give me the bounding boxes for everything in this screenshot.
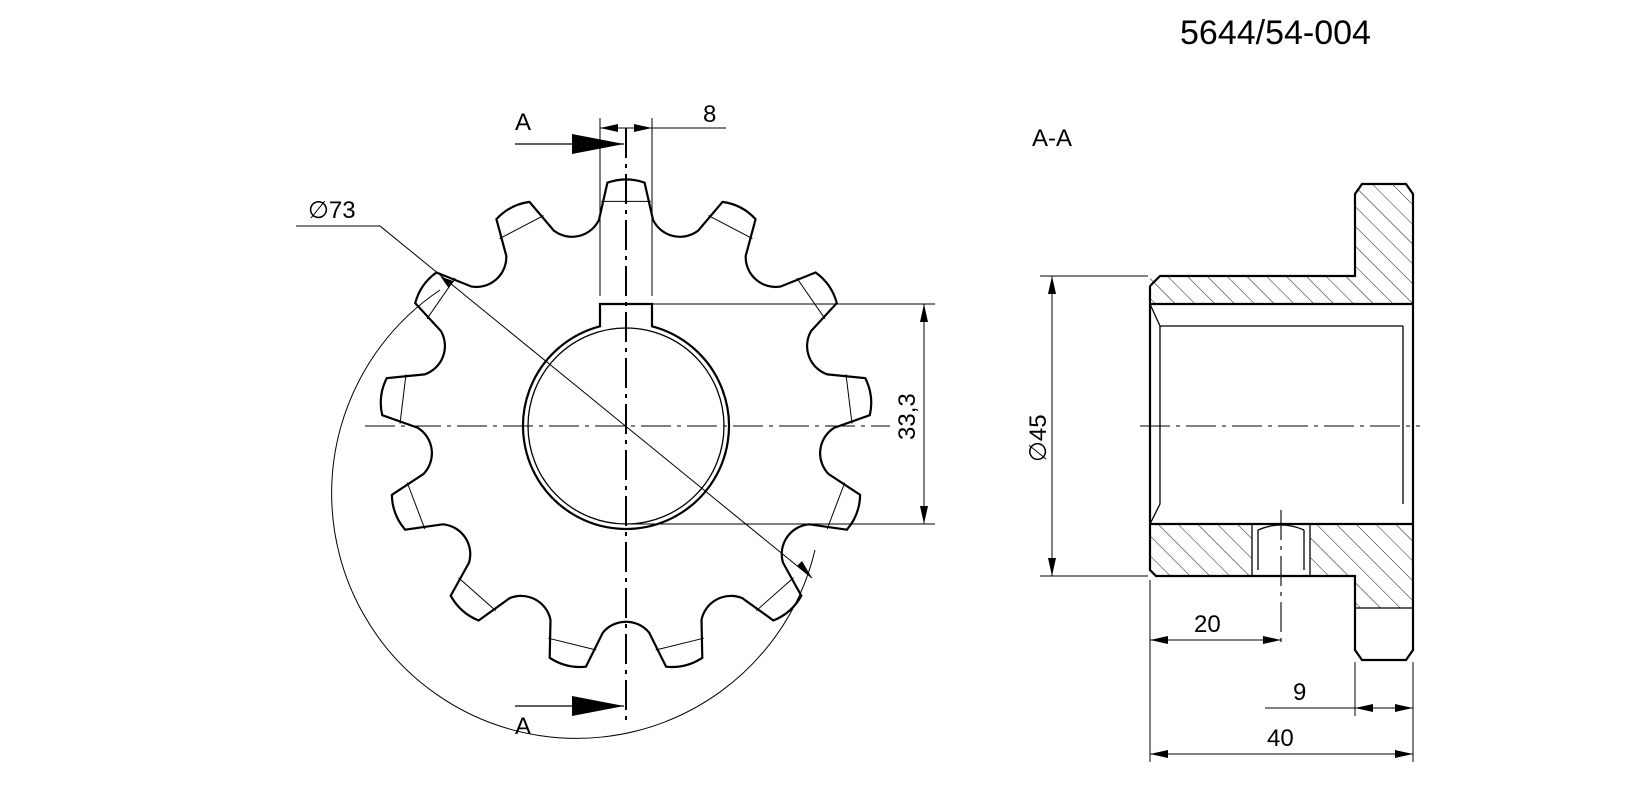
- key-width-arrow-left: [600, 124, 618, 132]
- bore-chamfer-top: [1149, 303, 1161, 327]
- cut-arrow-top-head: [572, 134, 624, 154]
- rim-width-arrow-right: [1395, 704, 1413, 712]
- section-label: A-A: [1032, 125, 1072, 152]
- hatch-bottom-wall-left: [1150, 524, 1252, 576]
- rim-width-label: 9: [1293, 679, 1306, 706]
- tip-diameter-label: ∅73: [308, 197, 356, 224]
- keyway-depth-arrow-bottom: [920, 506, 928, 524]
- bore-dia-arrow-bottom: [1048, 558, 1056, 576]
- total-length-arrow-left: [1150, 750, 1168, 758]
- tooth-root-line: [399, 374, 407, 424]
- keyway-depth-label: 33,3: [894, 393, 921, 440]
- tooth-root-line: [845, 374, 853, 424]
- hatch-top-wall: [1150, 184, 1413, 304]
- bore-dia-arrow-top: [1048, 276, 1056, 294]
- total-length-arrow-right: [1395, 750, 1413, 758]
- key-width-label: 8: [703, 101, 716, 128]
- tooth-root-line: [708, 215, 753, 240]
- tooth-root-line: [499, 215, 544, 240]
- section-view: A-A ∅45 20: [1025, 125, 1420, 762]
- cut-arrow-bottom-head: [572, 696, 624, 716]
- tip-diameter-leader: [379, 225, 813, 579]
- hole-pos-arrow-left: [1150, 636, 1168, 644]
- tooth-root-line: [826, 482, 846, 530]
- hole-pos-arrow-right: [1263, 636, 1281, 644]
- tip-diameter-arrow-bottom: [797, 561, 812, 578]
- section-outer-outline: [1148, 182, 1415, 662]
- tooth-root-line: [756, 577, 794, 611]
- tooth-root-line: [796, 277, 826, 320]
- hole-position-label: 20: [1194, 611, 1221, 638]
- cut-label-bottom: A: [515, 713, 531, 740]
- keyway-depth-arrow-top: [920, 304, 928, 322]
- sprocket-teeth-outline: [379, 178, 873, 669]
- bore-outline: [521, 302, 731, 530]
- tooth-root-line: [406, 482, 426, 530]
- bore-diameter-label: ∅45: [1025, 414, 1052, 462]
- hatch-bottom-wall-right: [1310, 524, 1413, 608]
- key-width-arrow-right: [634, 124, 652, 132]
- total-length-label: 40: [1267, 725, 1294, 752]
- sprocket-front-view: A A 8 33,3 ∅73: [296, 101, 935, 740]
- tooth-root-line: [548, 637, 597, 651]
- tooth-root-line: [655, 637, 704, 651]
- drawing-number: 5644/54-004: [1180, 14, 1371, 52]
- rim-width-arrow-left: [1355, 704, 1373, 712]
- cut-label-top: A: [515, 109, 531, 136]
- tooth-root-line: [458, 577, 496, 611]
- tip-circle: [331, 289, 816, 739]
- bore-chamfer-bottom: [1149, 503, 1161, 525]
- tip-diameter-arrow-top: [440, 276, 454, 288]
